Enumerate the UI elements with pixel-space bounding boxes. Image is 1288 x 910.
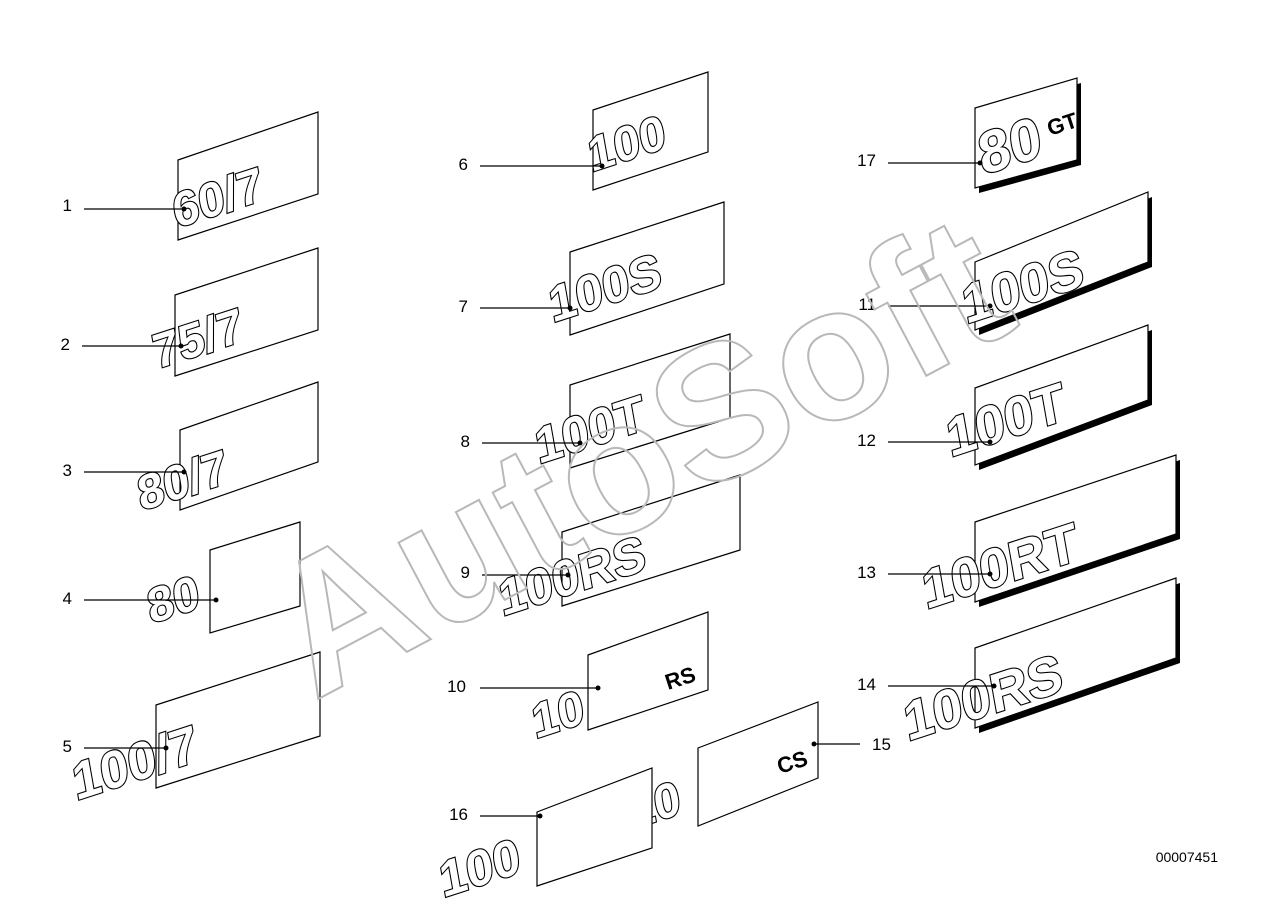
badge-5-plate (155, 651, 321, 789)
catalog-number: 00007451 (1156, 849, 1219, 865)
callout-number-5: 5 (63, 737, 72, 756)
badge-13-plate (974, 454, 1177, 603)
badge-17-plate (974, 77, 1078, 189)
badge-7: 100S (543, 201, 725, 336)
badge-9-plate (561, 474, 741, 607)
badge-5: 100/7 (67, 651, 321, 814)
leader-dot-15 (811, 741, 817, 747)
badge-16-text: 100 (435, 827, 524, 908)
callout-number-15: 15 (872, 735, 891, 754)
callout-number-10: 10 (447, 677, 466, 696)
callout-number-16: 16 (449, 805, 468, 824)
badge-6: 100 (583, 71, 709, 191)
badge-14-plate (974, 577, 1177, 729)
callout-number-12: 12 (857, 431, 876, 450)
callout-number-3: 3 (63, 461, 72, 480)
badge-4-plate (209, 521, 301, 634)
callout-number-1: 1 (63, 196, 72, 215)
badge-10-text: 10 (528, 680, 588, 750)
leader-dot-17 (977, 160, 983, 166)
badge-11-plate (974, 191, 1149, 331)
leader-dot-7 (567, 305, 573, 311)
callout-number-17: 17 (857, 151, 876, 170)
leader-dot-16 (537, 813, 543, 819)
callout-number-14: 14 (857, 675, 876, 694)
leader-dot-1 (181, 206, 187, 212)
badge-1: 60/7 (168, 111, 319, 241)
leader-dot-9 (565, 572, 571, 578)
badge-5-text: 100/7 (68, 715, 202, 813)
callout-number-11: 11 (858, 295, 876, 314)
badge-3-plate (179, 381, 319, 511)
leader-dot-6 (599, 163, 605, 169)
badge-3: 80/7 (132, 381, 319, 523)
badge-15-plate (697, 701, 819, 827)
badge-8-plate (569, 333, 731, 469)
callout-number-9: 9 (461, 563, 470, 582)
callout-number-6: 6 (459, 155, 468, 174)
leader-dot-2 (178, 343, 184, 349)
badge-10-plate (587, 611, 709, 731)
leader-dot-3 (181, 469, 187, 475)
leader-dot-14 (991, 683, 997, 689)
leader-dot-5 (163, 745, 169, 751)
callout-number-7: 7 (459, 297, 468, 316)
badge-1-plate (177, 111, 319, 241)
callout-number-2: 2 (61, 335, 70, 354)
leader-dot-13 (987, 571, 993, 577)
badge-2: 75/7 (148, 247, 319, 381)
badge-16-plate (536, 767, 653, 887)
callout-number-4: 4 (63, 589, 72, 608)
leader-dot-11 (987, 303, 993, 309)
badge-2-plate (174, 247, 319, 377)
badge-12-plate (974, 324, 1149, 466)
badge-6-plate (592, 71, 709, 191)
leader-dot-8 (577, 440, 583, 446)
leader-dot-10 (595, 685, 601, 691)
badge-16: 100 (434, 767, 653, 910)
callout-number-8: 8 (461, 432, 470, 451)
callout-number-13: 13 (857, 563, 876, 582)
leader-dot-4 (213, 597, 219, 603)
leader-dot-12 (987, 439, 993, 445)
